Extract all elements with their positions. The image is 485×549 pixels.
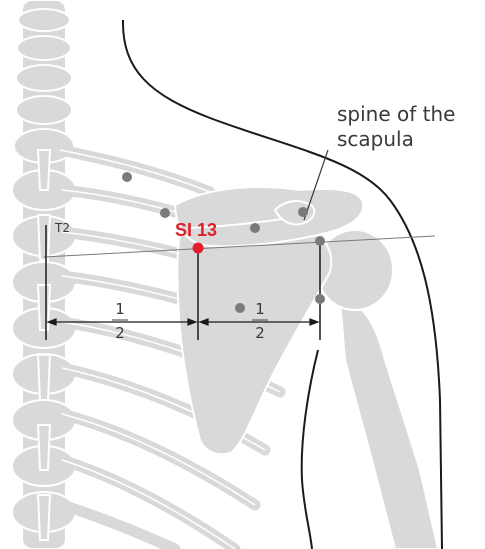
arrowhead [187, 318, 198, 326]
spinous-process [36, 354, 52, 401]
rib [54, 144, 216, 198]
vertebra-label: T2 [54, 221, 70, 235]
label-leader-line [303, 149, 329, 221]
fraction-right-denominator: 2 [255, 324, 265, 342]
vertebra [16, 35, 72, 61]
acromion [173, 186, 365, 248]
landmark-dot [250, 223, 260, 233]
vertebra [15, 64, 73, 92]
armpit-outline [300, 349, 319, 549]
fraction-left-denominator: 2 [115, 324, 125, 342]
landmark-dot [235, 303, 245, 313]
reference-lines [45, 225, 321, 340]
landmark-dot [298, 207, 308, 217]
structure-label-line1: spine of the [337, 102, 455, 126]
spinous-process [36, 424, 52, 471]
arrowhead [309, 318, 320, 326]
fraction-right-numerator: 1 [255, 300, 265, 318]
humerus [316, 229, 440, 549]
fraction-left: 1 2 [112, 300, 128, 342]
spinous-process [36, 214, 52, 261]
neck-shoulder-outline [121, 19, 443, 549]
arrowhead [46, 318, 57, 326]
fraction-left-numerator: 1 [115, 300, 125, 318]
fraction-right: 1 2 [252, 300, 268, 342]
vertebrae [11, 8, 77, 533]
rib [56, 499, 181, 549]
acupoint-label: SI 13 [175, 220, 217, 240]
landmark-dot [160, 208, 170, 218]
vertebra [17, 8, 71, 32]
spinal-column [11, 0, 77, 549]
spinous-process [36, 149, 52, 191]
spinous-process [36, 284, 52, 331]
scapula [173, 186, 365, 456]
measurement-arrows [46, 318, 320, 326]
structure-label-line2: scapula [337, 127, 414, 151]
arrowhead [198, 318, 209, 326]
spinous-process [36, 494, 52, 541]
body-outline [121, 19, 443, 549]
landmark-dot [315, 236, 325, 246]
vertebra [15, 95, 73, 125]
humerus-shaft [338, 298, 440, 549]
spine-level-line [43, 235, 436, 258]
landmark-dot [122, 172, 132, 182]
landmark-dots [122, 172, 325, 313]
acupoint-marker [192, 242, 204, 254]
landmark-dot [315, 294, 325, 304]
